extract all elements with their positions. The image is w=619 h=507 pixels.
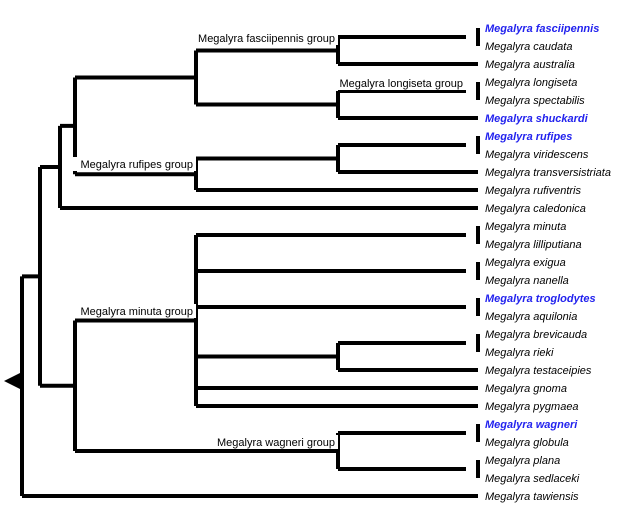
taxon-label-transversistriata: Megalyra transversistriata	[485, 167, 611, 179]
taxon-label-brevicauda: Megalyra brevicauda	[485, 329, 587, 341]
taxon-label-australia: Megalyra australia	[485, 59, 575, 71]
taxon-label-caledonica: Megalyra caledonica	[485, 203, 586, 215]
taxon-label-troglodytes: Megalyra troglodytes	[485, 293, 596, 305]
taxon-label-lilliputiana: Megalyra lilliputiana	[485, 239, 582, 251]
group-label-background	[206, 435, 338, 449]
group-label-background	[323, 76, 466, 90]
taxon-label-globula: Megalyra globula	[485, 437, 569, 449]
taxon-label-wagneri: Megalyra wagneri	[485, 419, 578, 431]
taxon-label-testaceipies: Megalyra testaceipies	[485, 365, 592, 377]
taxon-label-gnoma: Megalyra gnoma	[485, 383, 567, 395]
group-label-wagneri: Megalyra wagneri group	[217, 437, 335, 449]
group-label-background	[70, 304, 196, 318]
taxon-label-longiseta: Megalyra longiseta	[485, 77, 577, 89]
group-label-background	[178, 31, 338, 45]
taxon-label-rufipes: Megalyra rufipes	[485, 131, 572, 143]
taxon-label-pygmaea: Megalyra pygmaea	[485, 401, 579, 413]
taxon-label-nanella: Megalyra nanella	[485, 275, 569, 287]
taxon-label-sedlaceki: Megalyra sedlaceki	[485, 473, 580, 485]
taxon-label-caudata: Megalyra caudata	[485, 41, 572, 53]
taxon-label-spectabilis: Megalyra spectabilis	[485, 95, 585, 107]
group-label-background	[64, 157, 196, 171]
taxon-label-tawiensis: Megalyra tawiensis	[485, 491, 579, 503]
taxon-label-rieki: Megalyra rieki	[485, 347, 554, 359]
taxon-label-aquilonia: Megalyra aquilonia	[485, 311, 577, 323]
taxon-label-plana: Megalyra plana	[485, 455, 560, 467]
taxon-label-minuta: Megalyra minuta	[485, 221, 566, 233]
taxon-label-rufiventris: Megalyra rufiventris	[485, 185, 581, 197]
taxon-label-exigua: Megalyra exigua	[485, 257, 566, 269]
branch-layer	[20, 28, 480, 498]
group-label-longiseta: Megalyra longiseta group	[339, 78, 463, 90]
taxon-label-viridescens: Megalyra viridescens	[485, 149, 589, 161]
root-arrow-icon	[4, 373, 20, 389]
group-label-rufipes: Megalyra rufipes group	[80, 159, 193, 171]
taxon-label-shuckardi: Megalyra shuckardi	[485, 113, 589, 125]
group-label-fasciipennis: Megalyra fasciipennis group	[198, 33, 335, 45]
taxon-label-fasciipennis: Megalyra fasciipennis	[485, 23, 599, 35]
group-label-minuta: Megalyra minuta group	[80, 306, 193, 318]
